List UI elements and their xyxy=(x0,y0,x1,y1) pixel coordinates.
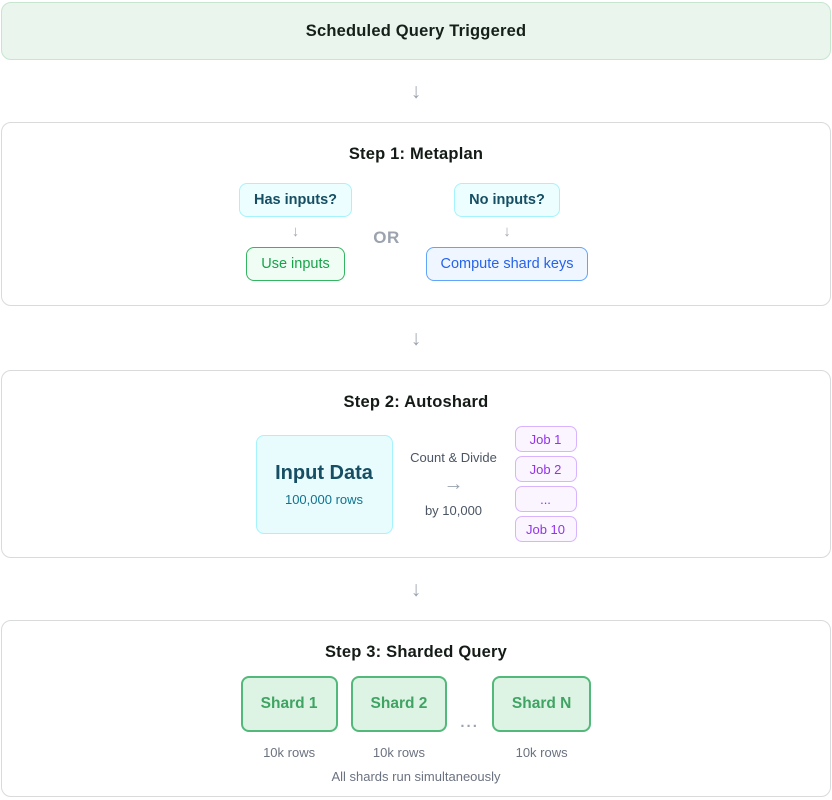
flow-connector: ↓ xyxy=(0,306,832,370)
input-data-title: Input Data xyxy=(275,461,373,484)
step2-panel: Step 2: Autoshard Input Data 100,000 row… xyxy=(1,370,831,558)
shards-footnote: All shards run simultaneously xyxy=(331,769,501,784)
shard-box: Shard N xyxy=(491,676,592,732)
shards-row: Shard 1 10k rows Shard 2 10k rows ... Sh… xyxy=(2,676,830,760)
shard-rows-label: 10k rows xyxy=(372,745,425,760)
flow-connector: ↓ xyxy=(0,60,832,122)
arrow-down-icon: ↓ xyxy=(410,326,422,350)
compute-shard-keys-chip: Compute shard keys xyxy=(425,247,589,281)
arrow-down-icon: ↓ xyxy=(291,223,300,240)
step2-title: Step 2: Autoshard xyxy=(343,393,489,411)
job-chip: Job 10 xyxy=(514,516,577,542)
trigger-banner: Scheduled Query Triggered xyxy=(1,2,831,60)
shard-box: Shard 2 xyxy=(350,676,448,732)
input-data-box: Input Data 100,000 rows xyxy=(255,434,393,534)
job-chip: Job 2 xyxy=(514,456,577,482)
shard-rows-label: 10k rows xyxy=(263,745,316,760)
branch-no-inputs: No inputs? ↓ Compute shard keys xyxy=(425,183,590,281)
shard-column: Shard 2 10k rows xyxy=(350,676,448,760)
trigger-title: Scheduled Query Triggered xyxy=(305,21,527,40)
step1-panel: Step 1: Metaplan Has inputs? ↓ Use input… xyxy=(1,122,831,306)
jobs-column: Job 1 Job 2 ... Job 10 xyxy=(514,426,577,542)
job-chip-ellipsis: ... xyxy=(514,486,577,512)
shards-ellipsis: ... xyxy=(460,714,479,731)
arrow-down-icon: ↓ xyxy=(503,223,511,240)
shard-box: Shard 1 xyxy=(240,676,338,732)
shard-rows-label: 10k rows xyxy=(515,745,568,760)
step1-title: Step 1: Metaplan xyxy=(348,145,484,163)
shard-column: Shard 1 10k rows xyxy=(240,676,338,760)
operation-column: Count & Divide → by 10,000 xyxy=(409,450,499,518)
flow-connector: ↓ xyxy=(0,558,832,620)
step3-title: Step 3: Sharded Query xyxy=(324,643,508,661)
has-inputs-chip: Has inputs? xyxy=(239,183,352,217)
step3-panel: Step 3: Sharded Query Shard 1 10k rows S… xyxy=(1,620,831,797)
or-label: OR xyxy=(373,228,400,247)
arrow-down-icon: ↓ xyxy=(410,577,422,601)
input-data-rows: 100,000 rows xyxy=(284,491,364,507)
arrow-down-icon: ↓ xyxy=(410,79,422,103)
job-chip: Job 1 xyxy=(514,426,577,452)
step1-branches: Has inputs? ↓ Use inputs OR No inputs? ↓… xyxy=(2,183,830,281)
autoshard-row: Input Data 100,000 rows Count & Divide →… xyxy=(2,426,830,542)
operation-label-bottom: by 10,000 xyxy=(424,503,483,518)
arrow-right-icon: → xyxy=(443,473,464,495)
no-inputs-chip: No inputs? xyxy=(454,183,560,217)
branch-has-inputs: Has inputs? ↓ Use inputs xyxy=(239,183,352,281)
use-inputs-chip: Use inputs xyxy=(246,247,345,281)
operation-label-top: Count & Divide xyxy=(410,450,497,465)
shard-column: Shard N 10k rows xyxy=(491,676,592,760)
